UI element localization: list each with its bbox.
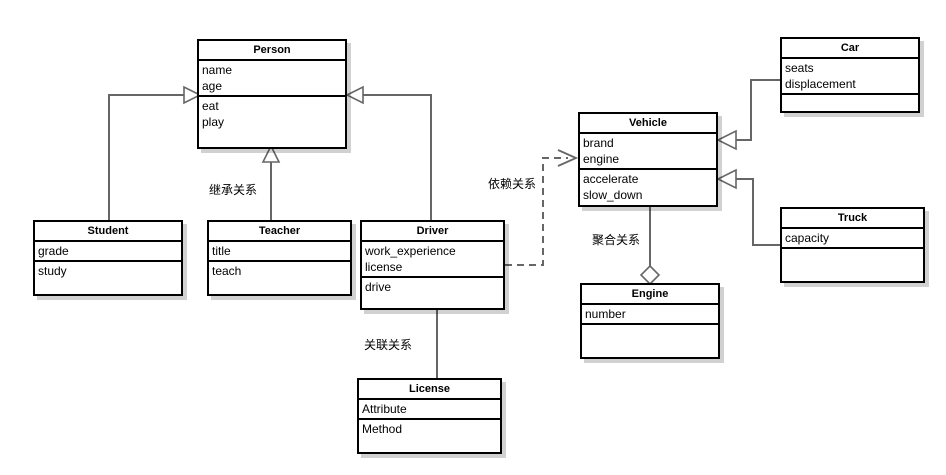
- attributes-compartment-license: Attribute: [359, 400, 500, 420]
- attributes-compartment-car: seats displacement: [782, 59, 918, 95]
- attributes-compartment-vehicle: brand engine: [580, 134, 716, 170]
- connector-car-vehicle[interactable]: [716, 79, 780, 151]
- method-person-0: eat: [202, 99, 219, 113]
- connector-student-person[interactable]: [108, 85, 202, 220]
- methods-compartment-engine: [582, 325, 718, 359]
- attribute-person-1: age: [202, 79, 223, 93]
- method-teacher-0: teach: [212, 264, 242, 278]
- methods-compartment-car: [782, 95, 918, 113]
- class-name-license: License: [359, 380, 500, 400]
- attribute-vehicle-1: engine: [583, 152, 620, 166]
- methods-compartment-student: study: [35, 262, 181, 296]
- attribute-driver-0: work_experience: [365, 244, 456, 258]
- class-name-engine: Engine: [582, 285, 718, 305]
- class-name-student: Student: [35, 222, 181, 242]
- attribute-teacher-0: title: [212, 244, 231, 258]
- method-vehicle-0: accelerate: [583, 172, 639, 186]
- edge-label-dependency: 依赖关系: [488, 177, 537, 191]
- class-name-teacher: Teacher: [209, 222, 350, 242]
- attributes-compartment-truck: capacity: [782, 229, 923, 249]
- attributes-compartment-engine: number: [582, 305, 718, 325]
- attributes-compartment-teacher: title: [209, 242, 350, 262]
- connector-vehicle-engine[interactable]: [639, 207, 661, 286]
- methods-compartment-person: eat play: [199, 97, 345, 149]
- attribute-student-0: grade: [38, 244, 69, 258]
- edge-label-association: 关联关系: [364, 338, 413, 352]
- methods-compartment-vehicle: accelerate slow_down: [580, 170, 716, 207]
- attribute-person-0: name: [202, 63, 233, 77]
- class-box-car[interactable]: Car seats displacement: [780, 37, 920, 113]
- class-box-student[interactable]: Student grade study: [33, 220, 183, 296]
- attribute-engine-0: number: [585, 307, 626, 321]
- edge-label-inheritance: 继承关系: [209, 183, 258, 197]
- attributes-compartment-student: grade: [35, 242, 181, 262]
- methods-compartment-driver: drive: [362, 278, 503, 310]
- attribute-car-0: seats: [785, 61, 814, 75]
- method-student-0: study: [38, 264, 67, 278]
- attribute-car-1: displacement: [785, 77, 856, 91]
- class-name-truck: Truck: [782, 209, 923, 229]
- class-box-person[interactable]: Person name age eat play: [197, 39, 347, 149]
- attribute-truck-0: capacity: [785, 231, 830, 245]
- methods-compartment-teacher: teach: [209, 262, 350, 296]
- connector-teacher-person[interactable]: [261, 144, 281, 220]
- attributes-compartment-person: name age: [199, 61, 345, 97]
- class-name-driver: Driver: [362, 222, 503, 242]
- attribute-driver-1: license: [365, 260, 403, 274]
- method-person-1: play: [202, 115, 225, 129]
- methods-compartment-truck: [782, 249, 923, 283]
- method-vehicle-1: slow_down: [583, 188, 643, 202]
- connector-driver-vehicle[interactable]: [505, 149, 579, 266]
- attribute-vehicle-0: brand: [583, 136, 614, 150]
- methods-compartment-license: Method: [359, 420, 500, 454]
- class-box-engine[interactable]: Engine number: [580, 283, 720, 359]
- class-name-person: Person: [199, 41, 345, 61]
- class-name-vehicle: Vehicle: [580, 114, 716, 134]
- method-license-0: Method: [362, 422, 403, 436]
- attribute-license-0: Attribute: [362, 402, 407, 416]
- class-box-vehicle[interactable]: Vehicle brand engine accelerate slow_down: [578, 112, 718, 207]
- class-box-teacher[interactable]: Teacher title teach: [207, 220, 352, 296]
- connector-truck-vehicle[interactable]: [716, 168, 780, 246]
- connector-driver-person[interactable]: [345, 85, 432, 220]
- class-name-car: Car: [782, 39, 918, 59]
- edge-label-aggregation: 聚合关系: [592, 233, 641, 247]
- method-driver-0: drive: [365, 280, 392, 294]
- class-box-truck[interactable]: Truck capacity: [780, 207, 925, 283]
